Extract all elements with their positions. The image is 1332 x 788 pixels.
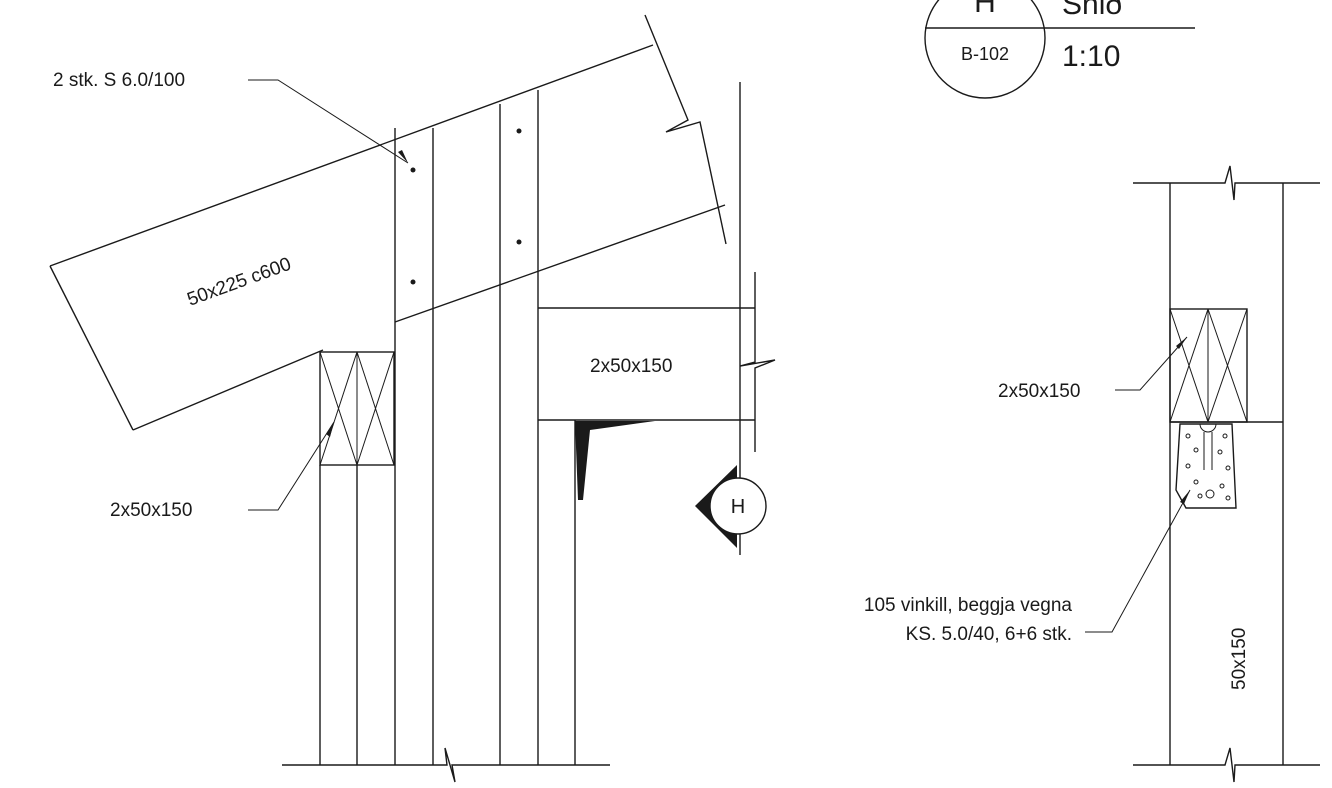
bracket-label-line2: KS. 5.0/40, 6+6 stk. [906, 624, 1072, 645]
rafter-label: 50x225 c600 [185, 254, 294, 311]
title-text: Snið [1062, 0, 1122, 21]
rafter [49, 14, 727, 431]
bottom-break-line-right [1133, 747, 1320, 783]
angle-bracket-right [1175, 423, 1237, 509]
section-marker-letter: H [731, 496, 745, 518]
screw-dot [410, 167, 416, 173]
vertical-posts [394, 90, 576, 765]
screws-label: 2 stk. S 6.0/100 [53, 70, 185, 91]
wall-plate-right-label: 2x50x150 [998, 381, 1080, 402]
screws-leader [248, 79, 409, 164]
bottom-break-line-left [282, 747, 610, 783]
top-break-line-right [1133, 165, 1320, 201]
stud-label: 50x150 [1229, 628, 1250, 690]
angle-bracket-left [575, 421, 655, 500]
wall-plate-right [1169, 308, 1283, 423]
beam-label: 2x50x150 [590, 356, 672, 377]
wall-plate-left-label: 2x50x150 [110, 500, 192, 521]
title-bubble [924, 0, 1046, 99]
wall-plate-left [319, 351, 395, 466]
title-block: H Snið B-102 1:10 [924, 0, 1195, 99]
left-detail: H 2 stk. S 6.0/100 50x225 c600 2x50x150 … [49, 14, 776, 783]
bracket-label-line1: 105 vinkill, beggja vegna [864, 595, 1073, 616]
left-wall-studs [319, 465, 358, 765]
screw-dot [516, 128, 522, 134]
wall-plate-right-leader [1115, 336, 1188, 391]
screw-dot [516, 239, 522, 245]
beam [538, 82, 776, 555]
screw-dot [410, 279, 416, 285]
bracket-leader [1085, 489, 1191, 633]
title-detail-letter: H [974, 0, 996, 19]
wall-plate-left-leader [248, 421, 335, 511]
right-detail: 2x50x150 105 vinkill, beggja vegna KS. 5… [864, 165, 1320, 783]
scale-text: 1:10 [1062, 40, 1120, 73]
section-marker: H [695, 465, 767, 548]
sheet-reference: B-102 [961, 44, 1009, 64]
